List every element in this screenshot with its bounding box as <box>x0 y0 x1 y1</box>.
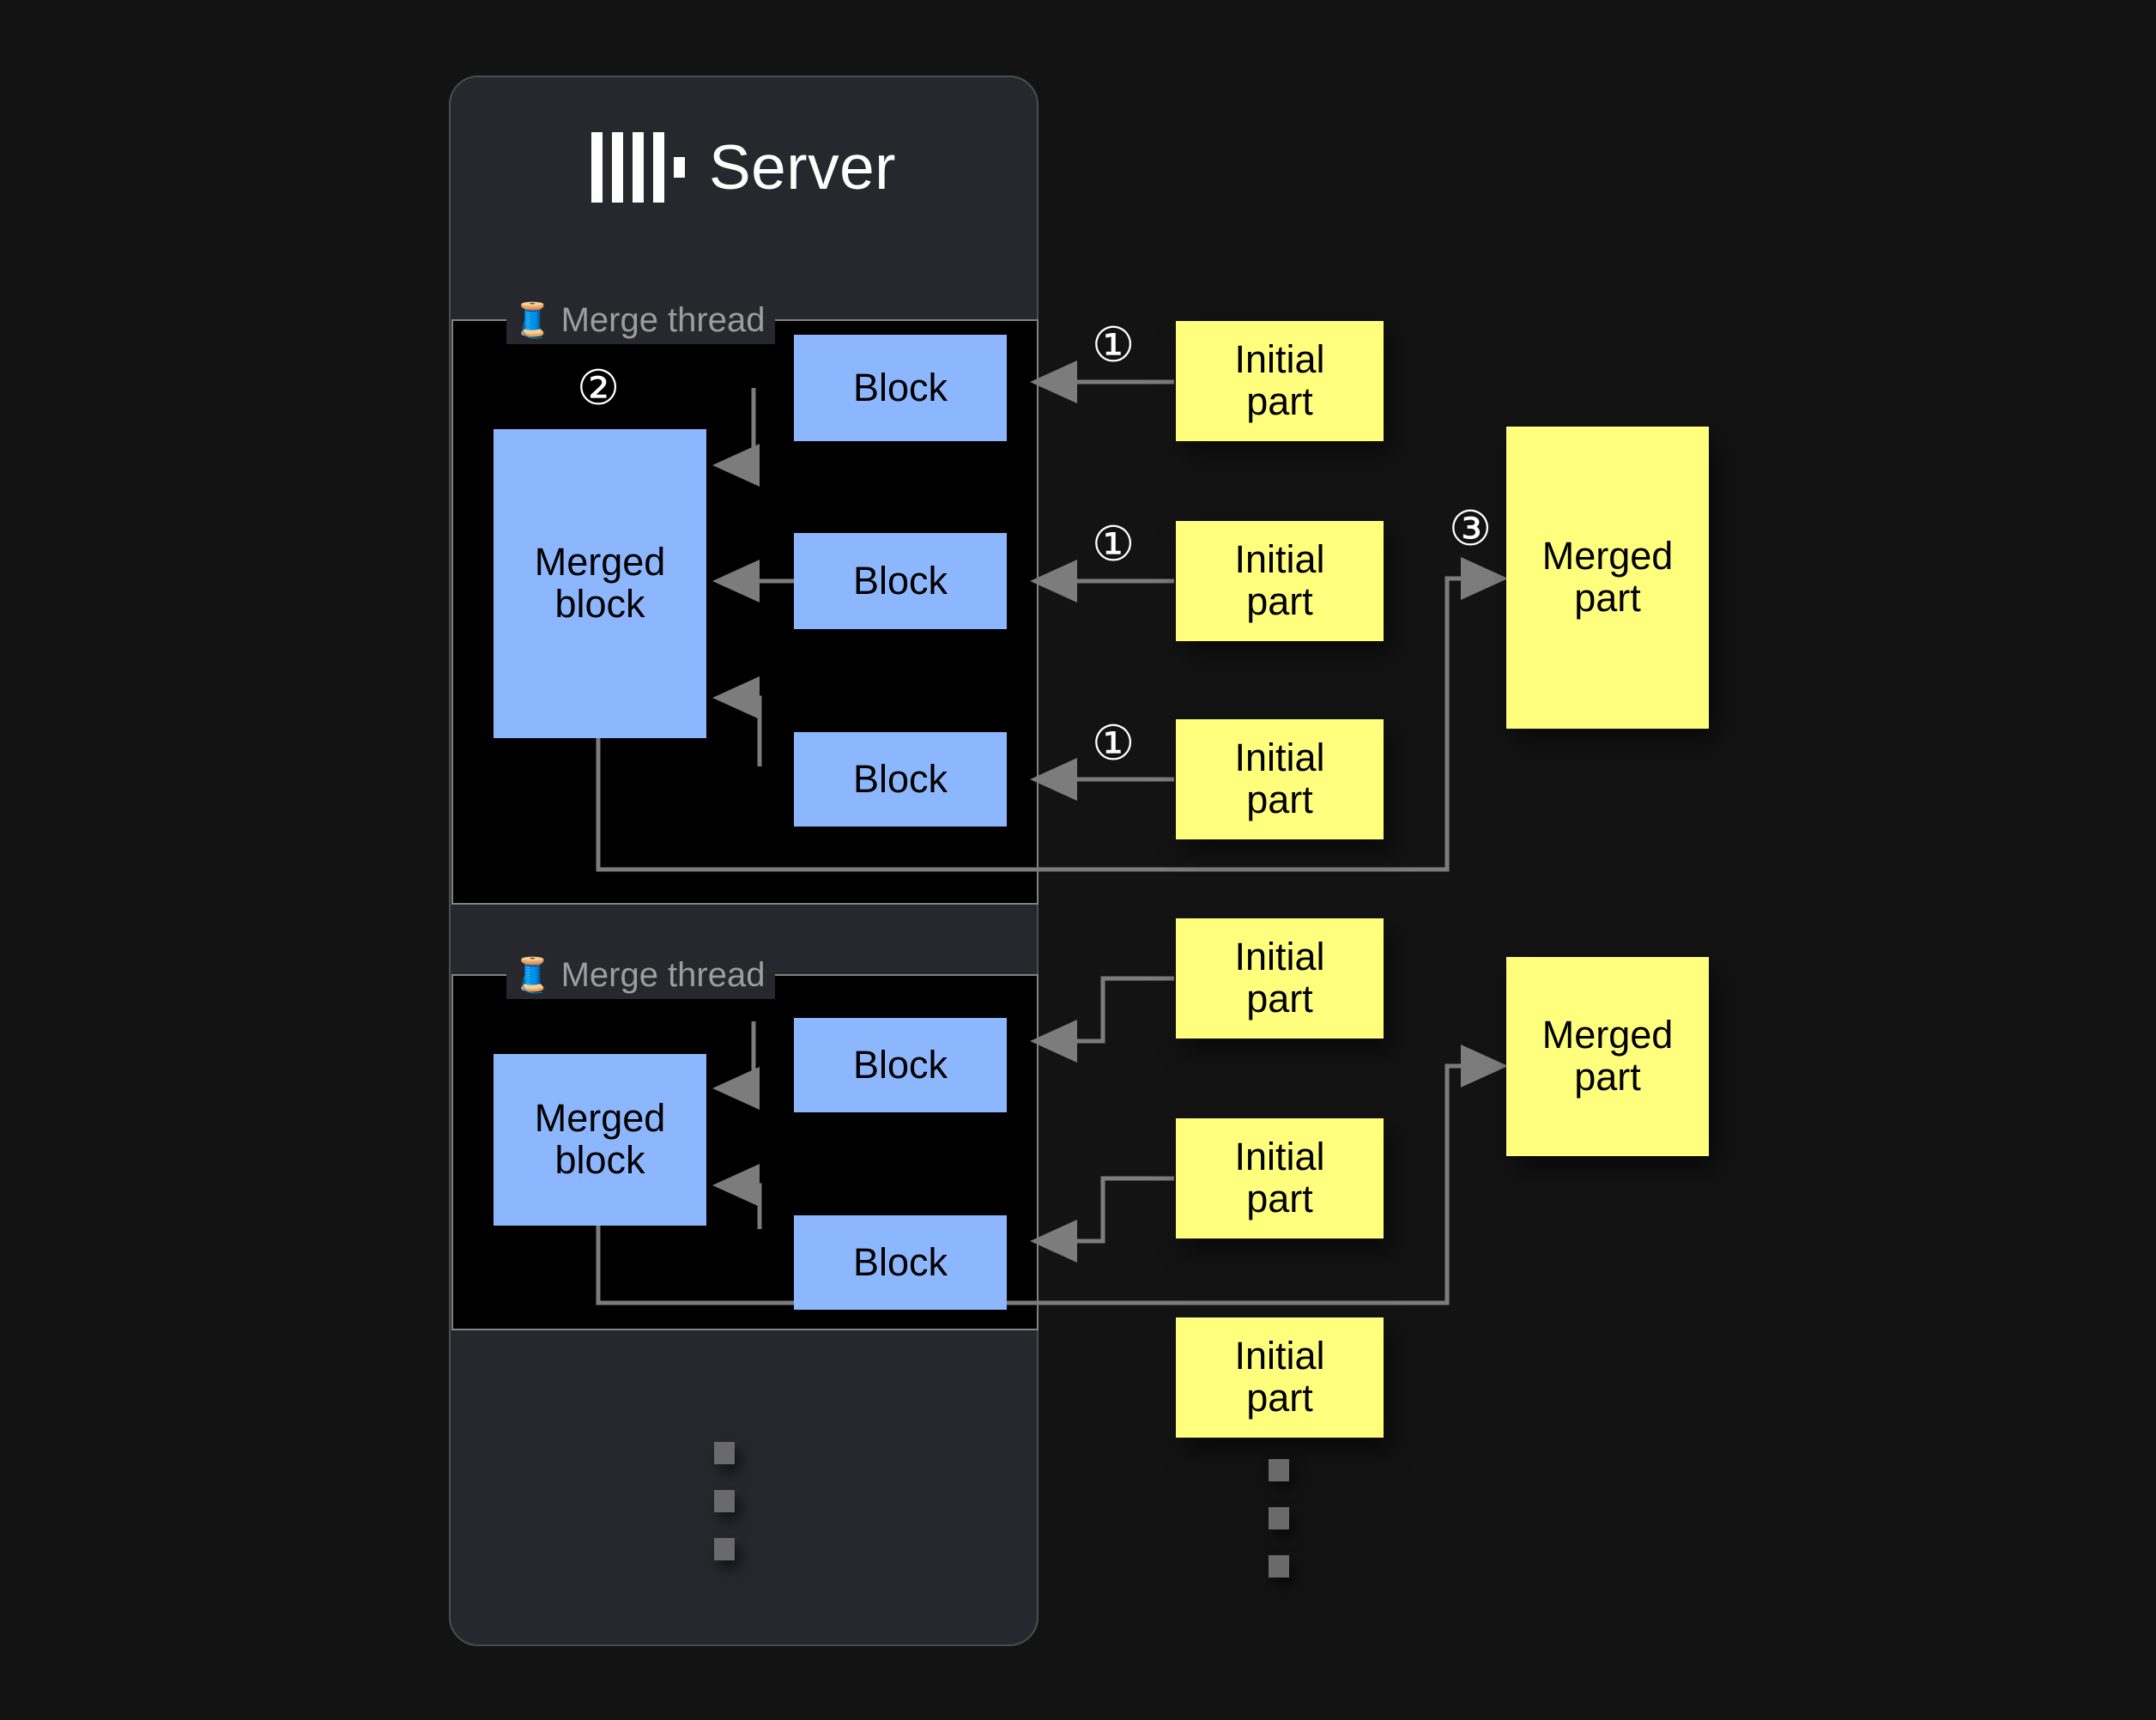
parts-ellipsis <box>1269 1459 1289 1578</box>
merged-block-line1: Merged <box>534 1096 666 1141</box>
merge-thread-label-1: 🧵 Merge thread <box>506 296 776 344</box>
initial-part-line2: part <box>1246 1177 1313 1220</box>
initial-part-line1: Initial <box>1234 1135 1325 1179</box>
merged-block-line1: Merged <box>534 540 666 584</box>
block-2-1: Block <box>794 1018 1007 1112</box>
merged-part-2: Merged part <box>1506 957 1709 1156</box>
block-1-3: Block <box>794 732 1007 827</box>
merge-thread-label-2: 🧵 Merge thread <box>506 951 776 999</box>
ellipsis-dot <box>1269 1459 1289 1481</box>
ellipsis-dot <box>1269 1507 1289 1529</box>
merged-part-line2: part <box>1574 576 1641 620</box>
merge-thread-label-text: Merge thread <box>560 301 766 339</box>
clickhouse-logo-icon <box>590 132 685 203</box>
initial-part-1: Initial part <box>1176 321 1384 441</box>
initial-part-3: Initial part <box>1176 719 1384 839</box>
initial-part-line2: part <box>1246 379 1313 423</box>
ellipsis-dot <box>714 1490 735 1512</box>
ellipsis-dot <box>714 1442 735 1464</box>
initial-part-4: Initial part <box>1176 918 1384 1039</box>
ellipsis-dot <box>1269 1555 1289 1578</box>
initial-part-2: Initial part <box>1176 521 1384 641</box>
block-2-2: Block <box>794 1215 1007 1310</box>
merged-block-line2: block <box>554 582 645 626</box>
server-header: Server <box>451 112 1037 223</box>
merged-part-line2: part <box>1574 1055 1641 1099</box>
block-1-2: Block <box>794 533 1007 629</box>
step-marker-2: ② <box>577 360 621 415</box>
server-ellipsis <box>714 1442 735 1560</box>
block-1-1: Block <box>794 335 1007 441</box>
server-title: Server <box>708 132 896 203</box>
merged-block-line2: block <box>554 1138 645 1182</box>
step-marker-1a: ① <box>1092 318 1136 372</box>
wire-initialpart4-to-block4 <box>1030 976 1174 1063</box>
initial-part-line1: Initial <box>1234 337 1325 382</box>
thread-spool-icon: 🧵 <box>512 301 554 339</box>
merged-block-1: Merged block <box>494 429 706 738</box>
initial-part-line2: part <box>1246 579 1313 623</box>
merged-part-1: Merged part <box>1506 427 1709 729</box>
step-marker-1c: ① <box>1092 716 1136 770</box>
merged-block-2: Merged block <box>494 1054 706 1226</box>
initial-part-line2: part <box>1246 778 1313 821</box>
thread-spool-icon: 🧵 <box>512 956 554 994</box>
step-marker-1b: ① <box>1092 517 1136 571</box>
initial-part-6: Initial part <box>1176 1317 1384 1438</box>
initial-part-line2: part <box>1246 1376 1313 1420</box>
initial-part-line1: Initial <box>1234 736 1325 780</box>
initial-part-line1: Initial <box>1234 1334 1325 1378</box>
ellipsis-dot <box>714 1538 735 1560</box>
initial-part-5: Initial part <box>1176 1118 1384 1239</box>
initial-part-line2: part <box>1246 977 1313 1020</box>
step-marker-3: ③ <box>1449 501 1493 555</box>
initial-part-line1: Initial <box>1234 537 1325 582</box>
merged-part-line1: Merged <box>1541 1013 1674 1057</box>
initial-part-line1: Initial <box>1234 935 1325 979</box>
merge-thread-label-text: Merge thread <box>560 956 766 994</box>
wire-initialpart5-to-block5 <box>1030 1176 1174 1263</box>
merged-part-line1: Merged <box>1541 534 1674 578</box>
